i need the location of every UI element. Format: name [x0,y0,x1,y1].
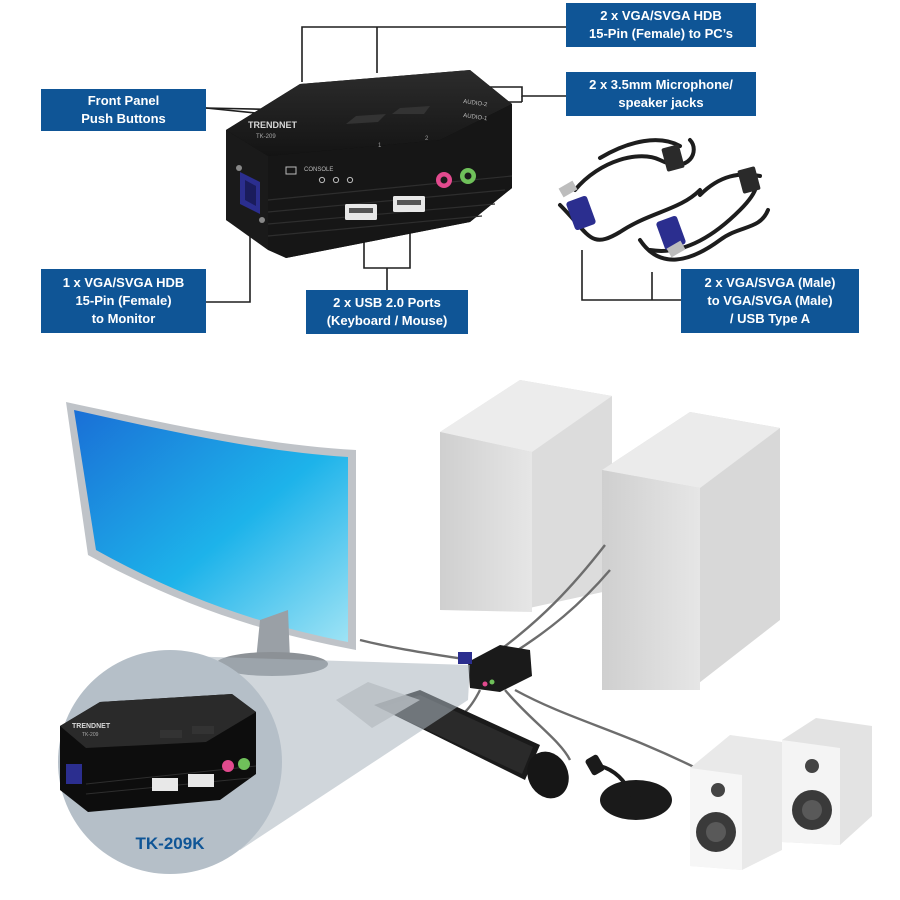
callout-vga-to-pc: 2 x VGA/SVGA HDB 15-Pin (Female) to PC’s [566,3,756,47]
callout-vga-to-pc-line1: 2 x VGA/SVGA HDB [600,8,722,23]
callout-front-panel-line1: Front Panel [87,93,160,108]
callout-front-panel-line2: Push Buttons [81,111,166,126]
model-label: TK-209K [135,834,205,853]
callout-vga-monitor-line1: 1 x VGA/SVGA HDB [62,275,185,290]
monitor [66,402,356,676]
brand-logo-text: TRENDNET [248,120,298,130]
button-2-label: 2 [425,136,429,142]
callout-vga-to-pc-line2: 15-Pin (Female) to PC’s [589,26,733,41]
monitor-icon [285,166,297,175]
callout-usb-ports: 2 x USB 2.0 Ports (Keyboard / Mouse) [306,290,468,334]
callout-audio-jacks: 2 x 3.5mm Microphone/ speaker jacks [566,72,756,116]
zoom-detail-lens: TRENDNET TK-209 [58,650,470,874]
callout-cables: 2 x VGA/SVGA (Male) to VGA/SVGA (Male) /… [681,269,859,333]
mouse [527,751,569,799]
callout-cables-line2: to VGA/SVGA (Male) [707,293,833,308]
kvm-switch-top: TRENDNET TK-209 1 2 AUDIO-2 AUDIO-1 CONS… [226,70,513,258]
model-small-text: TK-209 [256,134,276,140]
callout-cables-line3: / USB Type A [729,311,811,326]
callout-vga-monitor-line3: to Monitor [91,311,156,326]
vga-connectors-cable [558,144,761,258]
mouse-icon [318,176,326,184]
callout-audio-jacks-line1: 2 x 3.5mm Microphone/ [589,77,733,92]
callout-audio-jacks-line2: speaker jacks [618,95,704,110]
speakers [690,718,872,870]
audio-1-label: AUDIO-1 [463,113,489,122]
audio-2-label: AUDIO-2 [463,99,489,108]
button-1-label: 1 [378,143,382,149]
headphone-icon [346,176,354,184]
callout-vga-monitor: 1 x VGA/SVGA HDB 15-Pin (Female) to Moni… [41,269,206,333]
kvm-switch-scene [458,645,532,692]
callout-vga-monitor-line2: 15-Pin (Female) [75,293,172,308]
callout-usb-ports-line1: 2 x USB 2.0 Ports [333,295,441,310]
microphone-icon [332,176,340,184]
lens-brand-text: TRENDNET [72,723,111,730]
callout-usb-ports-line2: (Keyboard / Mouse) [326,313,448,328]
lens-model-text: TK-209 [82,732,99,738]
callout-front-panel: Front Panel Push Buttons [41,89,206,131]
console-label: CONSOLE [304,167,333,173]
microphone [585,754,672,820]
callout-cables-line1: 2 x VGA/SVGA (Male) [704,275,836,290]
computer-towers [440,380,780,690]
